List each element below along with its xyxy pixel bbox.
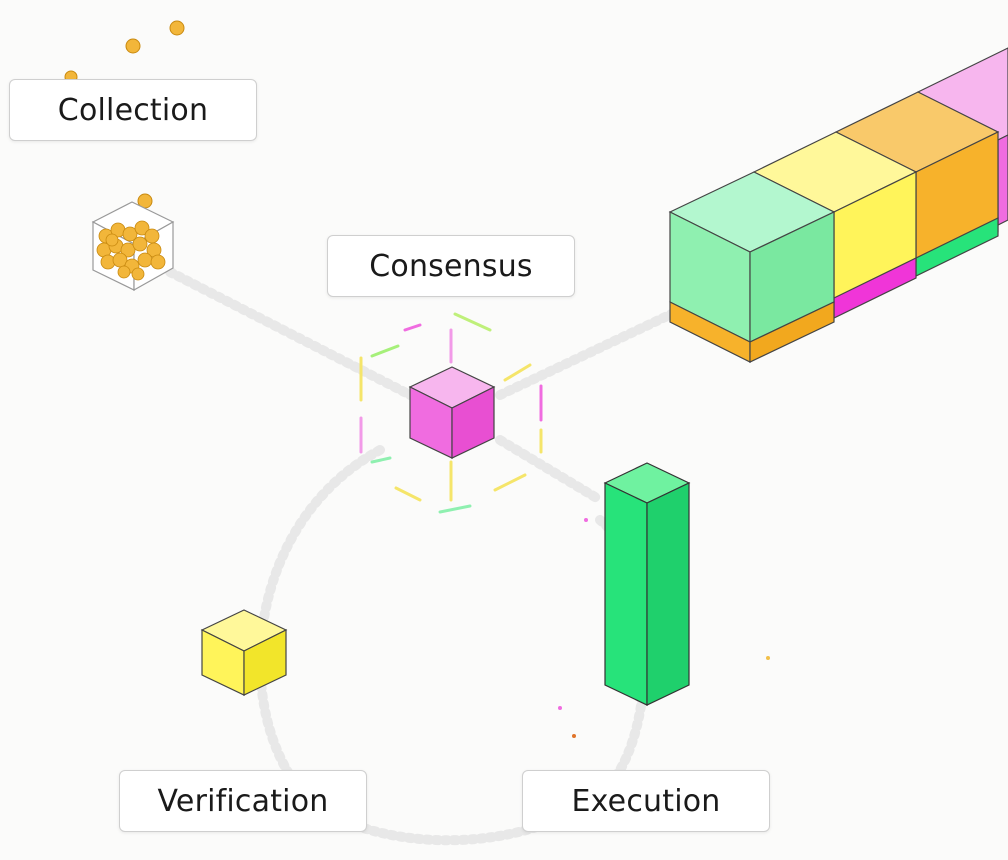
collection-label: Collection (9, 79, 257, 141)
stray-particles (558, 518, 770, 738)
block-chain-icon (668, 47, 1008, 363)
collection-cube-icon (91, 201, 175, 292)
track-collection-consensus (165, 267, 425, 405)
verification-cube-icon (200, 609, 288, 696)
consensus-cube-icon (408, 366, 496, 459)
execution-label: Execution (522, 770, 770, 832)
connector-tracks (165, 267, 685, 846)
track-consensus-chain (495, 305, 685, 400)
track-consensus-execution (495, 435, 605, 505)
execution-pillar-icon (603, 462, 691, 706)
verification-label: Verification (119, 770, 367, 832)
consensus-label: Consensus (327, 235, 575, 297)
